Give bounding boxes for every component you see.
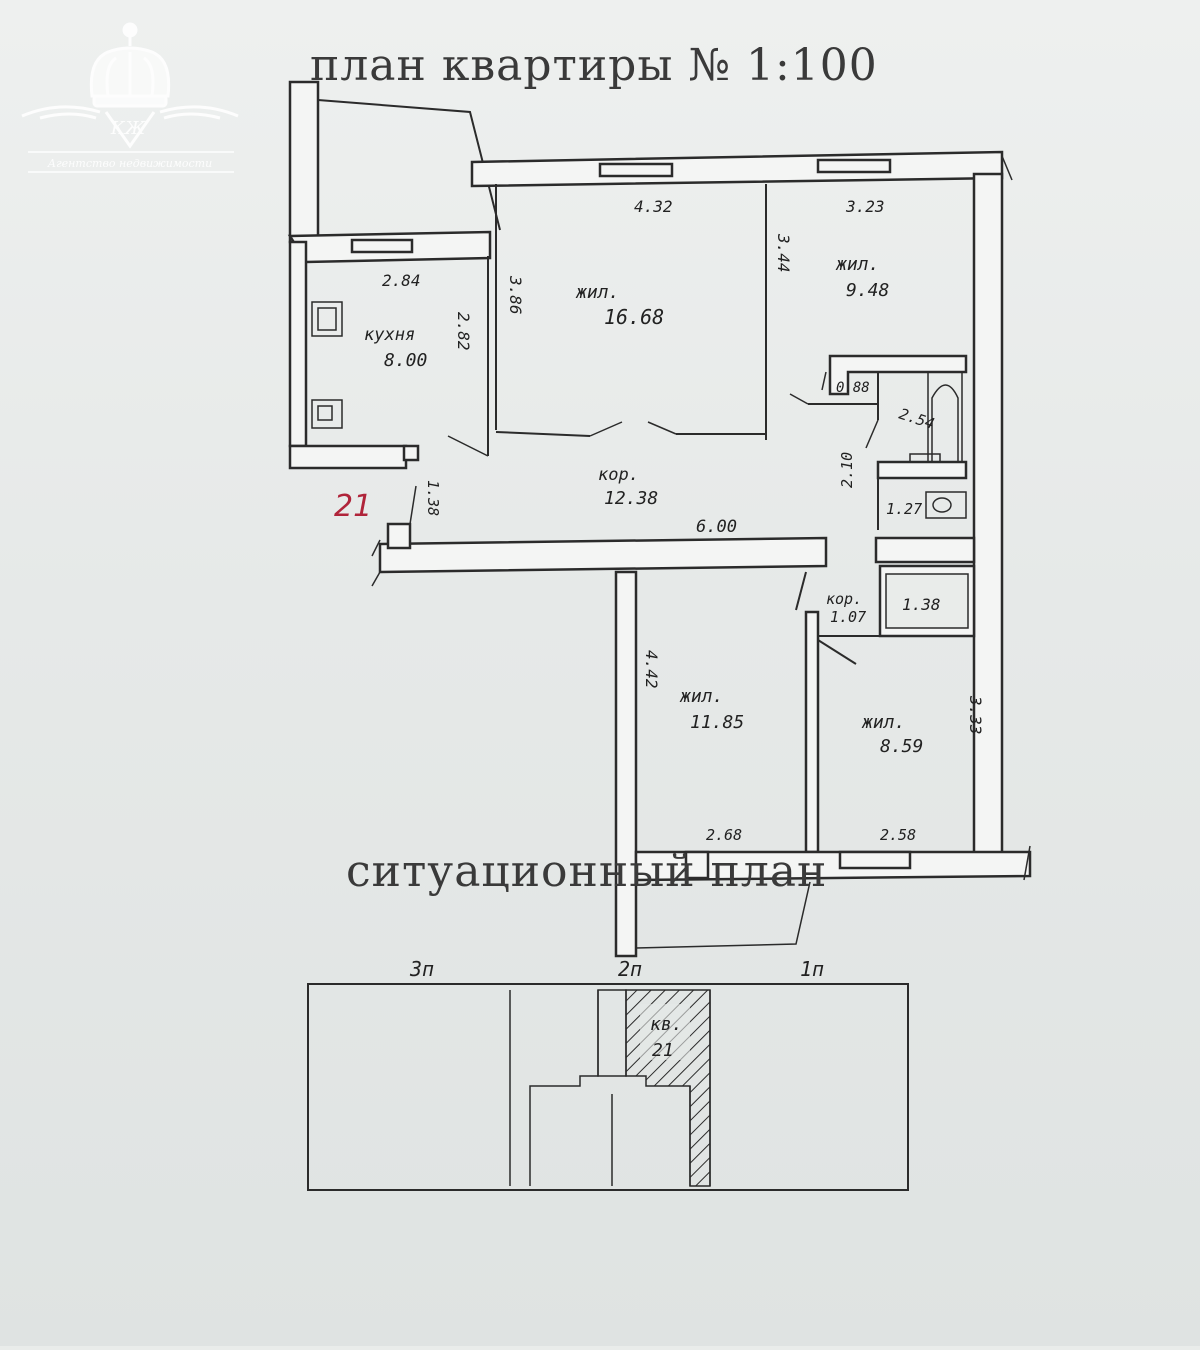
south-room-west-wall: [614, 570, 638, 958]
entrance-2-label: 2п: [618, 957, 642, 981]
bath-wall: [876, 460, 968, 480]
room-name-kitchen: кухня: [364, 325, 415, 345]
dim-4-32: 4.32: [634, 197, 673, 216]
dim-1-27: 1.27: [886, 500, 922, 518]
room-area-living-ne: 9.48: [846, 280, 889, 301]
outer-wall-north: [470, 150, 1004, 188]
sink-icon: [311, 399, 343, 429]
corridor-wall-south: [378, 536, 828, 574]
dim-3-86: 3.86: [506, 275, 525, 315]
entrance-1-label: 1п: [800, 957, 824, 981]
logo-tagline: Агентство недвижимости: [47, 157, 212, 170]
room-area-living-s2: 8.59: [880, 736, 923, 757]
room-name-corridor-main: кор.: [598, 465, 639, 485]
dim-2-10: 2.10: [838, 452, 856, 488]
logo-monogram: КЖ: [110, 118, 146, 139]
dim-1-38b: 1.38: [902, 595, 941, 614]
room-area-living-s1: 11.85: [690, 712, 744, 733]
site-apt-label: кв.: [650, 1014, 683, 1035]
dim-3-33: 3.33: [966, 695, 985, 735]
closet-wall: [828, 354, 968, 396]
window-kitchen: [350, 238, 414, 254]
crown-icon: [21, 22, 239, 149]
dim-4-42: 4.42: [642, 650, 661, 689]
loggia-diagonal: [317, 99, 501, 231]
stove-icon: [311, 301, 343, 337]
dim-1-38a: 1.38: [424, 480, 442, 516]
room-area-corridor-small: 1.07: [830, 608, 866, 626]
dim-3-44: 3.44: [774, 233, 793, 273]
room-area-corridor-main: 12.38: [604, 488, 658, 509]
toilet-icon: [925, 491, 967, 519]
south-partition: [804, 610, 820, 854]
window-2: [816, 158, 892, 174]
toilet-wall: [874, 536, 976, 564]
dimension-labels: 4.32 3.23 2.84 3.86 3.44 2.82 0.88 2.54 …: [382, 197, 985, 844]
room-area-kitchen: 8.00: [384, 350, 427, 371]
site-plan: 3п 2п 1п кв. 21: [307, 957, 909, 1191]
loggia-wall: [288, 80, 320, 244]
plan-title: план квартиры № 1:100: [310, 40, 878, 91]
site-plan-title: ситуационный план: [346, 846, 827, 897]
dim-2-54: 2.54: [897, 405, 937, 433]
outer-wall-east: [972, 172, 1004, 878]
room-name-living-s1: жил.: [679, 686, 723, 707]
room-name-living-ne: жил.: [835, 254, 879, 275]
agency-logo: КЖ Агентство недвижимости: [21, 22, 239, 173]
floor-plan: [287, 80, 1032, 958]
room-name-corridor-small: кор.: [826, 590, 862, 608]
site-apt-number: 21: [652, 1040, 674, 1061]
dim-2-82: 2.82: [454, 312, 473, 351]
dim-2-58: 2.58: [880, 826, 916, 844]
kitchen-wall-south: [288, 444, 408, 470]
dim-0-88: 0.88: [836, 380, 870, 396]
apartment-number-mark: 21: [334, 489, 372, 524]
room-name-living-large: жил.: [575, 282, 619, 303]
dim-2-84: 2.84: [382, 271, 421, 290]
window-1: [598, 162, 674, 178]
room-labels: жил. 16.68 жил. 9.48 кухня 8.00 кор. 12.…: [364, 254, 923, 757]
dim-6-00: 6.00: [696, 517, 737, 537]
room-name-living-s2: жил.: [861, 712, 905, 733]
dim-3-23: 3.23: [845, 197, 885, 216]
kitchen-wall-west: [288, 240, 308, 448]
entrance-3-label: 3п: [409, 957, 434, 981]
dim-2-68: 2.68: [706, 826, 742, 844]
building-outline: [307, 983, 909, 1191]
room-area-living-large: 16.68: [604, 305, 664, 329]
